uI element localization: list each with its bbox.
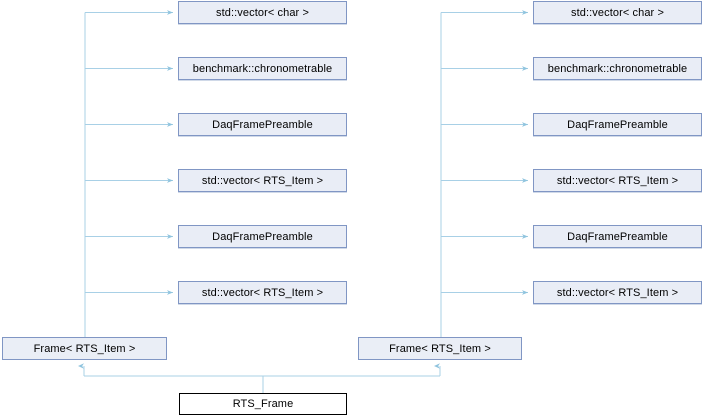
node-label: std::vector< char >: [216, 6, 309, 19]
node-label: Frame< RTS_Item >: [389, 342, 491, 355]
node-right-std-vector-rts-item-2[interactable]: std::vector< RTS_Item >: [533, 281, 702, 304]
node-left-daqframepreamble-2[interactable]: DaqFramePreamble: [178, 225, 347, 248]
node-label: benchmark::chronometrable: [547, 62, 688, 75]
node-left-benchmark-chronometrable[interactable]: benchmark::chronometrable: [178, 57, 347, 80]
node-base-frame-rts-item-right[interactable]: Frame< RTS_Item >: [358, 337, 522, 360]
node-left-std-vector-rts-item-2[interactable]: std::vector< RTS_Item >: [178, 281, 347, 304]
node-right-std-vector-rts-item-1[interactable]: std::vector< RTS_Item >: [533, 169, 702, 192]
node-label: Frame< RTS_Item >: [33, 342, 136, 355]
node-label: benchmark::chronometrable: [192, 62, 333, 75]
node-label: std::vector< RTS_Item >: [556, 286, 679, 299]
node-label: DaqFramePreamble: [567, 230, 668, 243]
node-label: std::vector< char >: [571, 6, 664, 19]
node-base-frame-rts-item-left[interactable]: Frame< RTS_Item >: [2, 337, 167, 360]
node-left-std-vector-char[interactable]: std::vector< char >: [178, 1, 347, 24]
node-right-benchmark-chronometrable[interactable]: benchmark::chronometrable: [533, 57, 702, 80]
node-label: std::vector< RTS_Item >: [201, 174, 324, 187]
node-left-std-vector-rts-item-1[interactable]: std::vector< RTS_Item >: [178, 169, 347, 192]
node-label: std::vector< RTS_Item >: [556, 174, 679, 187]
node-left-daqframepreamble-1[interactable]: DaqFramePreamble: [178, 113, 347, 136]
node-label: DaqFramePreamble: [567, 118, 668, 131]
node-label: std::vector< RTS_Item >: [201, 286, 324, 299]
node-label: DaqFramePreamble: [212, 230, 313, 243]
node-label: DaqFramePreamble: [212, 118, 313, 131]
node-right-std-vector-char[interactable]: std::vector< char >: [533, 1, 702, 24]
node-label: RTS_Frame: [232, 398, 294, 410]
node-right-daqframepreamble-1[interactable]: DaqFramePreamble: [533, 113, 702, 136]
node-derived-rts-frame[interactable]: RTS_Frame: [179, 393, 347, 415]
node-right-daqframepreamble-2[interactable]: DaqFramePreamble: [533, 225, 702, 248]
